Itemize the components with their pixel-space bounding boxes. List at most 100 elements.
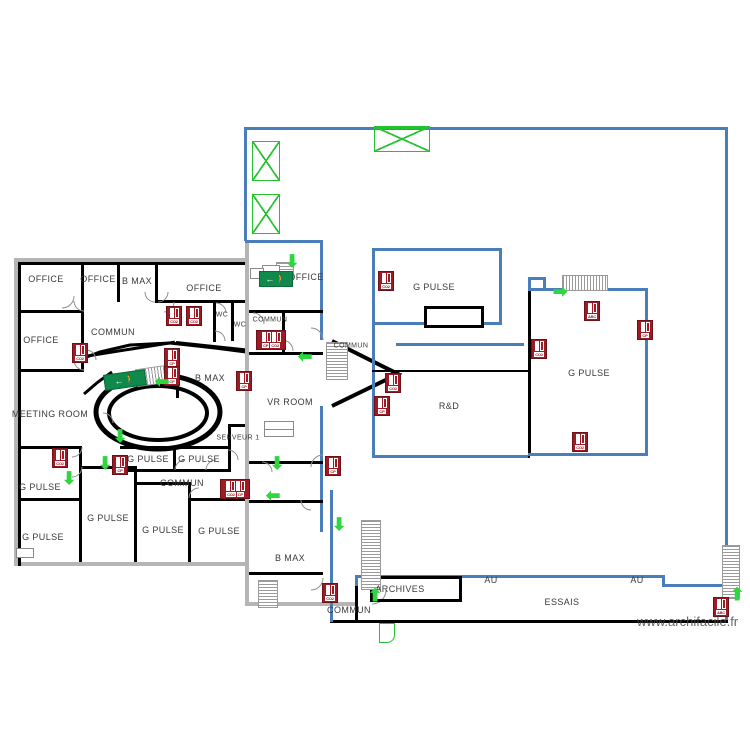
evacuation-arrow-right-icon: ➡	[553, 282, 568, 301]
outer-wall-mid-left	[245, 240, 249, 606]
wall-gpulsei-notch-l	[528, 277, 531, 290]
wall-gpulsee-l	[79, 466, 82, 562]
room-label-gpulse-i: G PULSE	[568, 368, 610, 378]
wall-gpulseh-t	[372, 248, 502, 251]
extinguisher-body-glyph	[381, 273, 386, 283]
room-label-au-2: AU	[630, 575, 644, 585]
room-label-essais: ESSAIS	[544, 597, 580, 607]
extinguisher-type-label: CP	[236, 492, 244, 497]
room-label-office-2: OFFICE	[80, 274, 116, 284]
extinguisher-type-label: CO2	[534, 352, 544, 357]
fire-extinguisher-icon: ABC	[713, 597, 729, 617]
evacuation-arrow-left-icon: ⬅	[298, 347, 313, 366]
fire-extinguisher-icon: CP	[236, 371, 252, 391]
extinguisher-type-label: CO2	[381, 284, 391, 289]
wall-corridor-top	[396, 343, 524, 346]
extinguisher-glyphs	[716, 599, 726, 609]
flame-glyph	[121, 457, 125, 467]
wall-office4-t	[18, 310, 84, 313]
wall-office3-r	[213, 300, 216, 342]
fire-extinguisher-icon: CO2	[385, 373, 401, 393]
wall-meeting-t	[18, 389, 21, 449]
extinguisher-glyphs	[388, 375, 398, 385]
extinguisher-glyphs	[640, 322, 650, 332]
wall-office1-r	[81, 262, 84, 310]
flame-glyph	[593, 303, 597, 313]
extinguisher-type-label: CO2	[75, 356, 85, 361]
extinguisher-body-glyph	[167, 368, 172, 378]
extinguisher-type-tags: CP	[168, 361, 176, 366]
window-icon-3	[374, 126, 430, 152]
room-label-gpulse-b: G PULSE	[178, 454, 220, 464]
wall-gpulsei-b	[528, 453, 648, 456]
flame-glyph	[175, 308, 179, 318]
wall-gpulsea-r	[173, 446, 176, 471]
wall-bmax1-r	[155, 262, 158, 302]
extinguisher-body-glyph	[167, 350, 172, 360]
room-label-wc-2: WC	[233, 321, 247, 329]
extinguisher-body-glyph	[640, 322, 645, 332]
wall-bmax3-t	[249, 500, 323, 503]
room-label-office-4: OFFICE	[23, 335, 59, 345]
extinguisher-type-label: CO2	[325, 596, 335, 601]
extinguisher-body-glyph	[534, 341, 539, 351]
extinguisher-type-tags: CO2	[534, 352, 544, 357]
fire-extinguisher-icon: CO2	[322, 583, 338, 603]
extinguisher-body-glyph	[325, 585, 330, 595]
extinguisher-type-label: ABC	[586, 314, 598, 319]
evacuation-arrow-down-icon: ⬇	[113, 427, 128, 446]
window-icon-2	[252, 194, 280, 234]
extinguisher-body-glyph	[575, 434, 580, 444]
wall-gpulsei-notch-r	[543, 277, 546, 289]
extinguisher-type-label: CO2	[169, 319, 179, 324]
wall-essais-r2	[662, 584, 726, 587]
evacuation-arrow-down-icon: ⬇	[332, 515, 347, 534]
furniture-gpulse-corner	[16, 548, 34, 558]
room-label-gpulse-a: G PULSE	[127, 454, 169, 464]
window-bar-top	[374, 126, 428, 129]
fire-extinguisher-icon: CO2	[52, 448, 68, 468]
fire-extinguisher-icon: CP	[164, 366, 180, 386]
fire-extinguisher-icon: CP	[637, 320, 653, 340]
room-label-gpulse-f: G PULSE	[142, 525, 184, 535]
room-label-commun-6: COMMUN	[327, 605, 371, 615]
exit-sign-1: ← 🚶	[103, 369, 147, 391]
extinguisher-type-tags: CO2	[55, 461, 65, 466]
stairs-bottom-mid	[361, 520, 381, 590]
extinguisher-body-glyph	[189, 308, 194, 318]
wall-gpulsef-t	[134, 482, 191, 485]
outer-wall-left-top	[14, 258, 246, 262]
extinguisher-type-tags: CP	[378, 409, 386, 414]
outer-wall-mid-bottom	[245, 602, 355, 606]
running-man-icon-2: 🚶	[275, 273, 287, 284]
stairs-right	[722, 545, 740, 599]
room-label-commun-3: COMMUN	[160, 478, 204, 488]
flame-glyph	[394, 375, 398, 385]
room-label-archives: ARCHIVES	[375, 584, 425, 594]
extinguisher-type-tags: CO2	[75, 356, 85, 361]
extinguisher-type-label: CO2	[270, 343, 280, 348]
outer-wall-left-bottom	[14, 562, 246, 566]
extinguisher-type-tags: CO2	[381, 284, 391, 289]
fire-extinguisher-icon: CO2	[572, 432, 588, 452]
extinguisher-body-glyph	[169, 308, 174, 318]
outer-wall-left-side	[14, 258, 18, 566]
exit-arrow-glyph: ←	[113, 374, 125, 386]
extinguisher-body-glyph	[75, 345, 80, 355]
room-label-au-1: AU	[484, 575, 498, 585]
extinguisher-type-label: CP	[116, 468, 124, 473]
extinguisher-type-tags: CP	[240, 384, 248, 389]
flame-glyph	[61, 450, 65, 460]
wall-gpulsec-b	[18, 498, 82, 501]
extinguisher-glyphs	[575, 434, 585, 444]
extinguisher-glyphs	[167, 350, 177, 360]
wall-gpulseab-b	[120, 469, 228, 472]
flame-glyph	[387, 273, 391, 283]
flame-glyph	[81, 345, 85, 355]
extinguisher-type-label: CP	[168, 379, 176, 384]
evacuation-arrow-down-icon: ⬇	[62, 469, 77, 488]
extinguisher-type-label: CO2	[55, 461, 65, 466]
